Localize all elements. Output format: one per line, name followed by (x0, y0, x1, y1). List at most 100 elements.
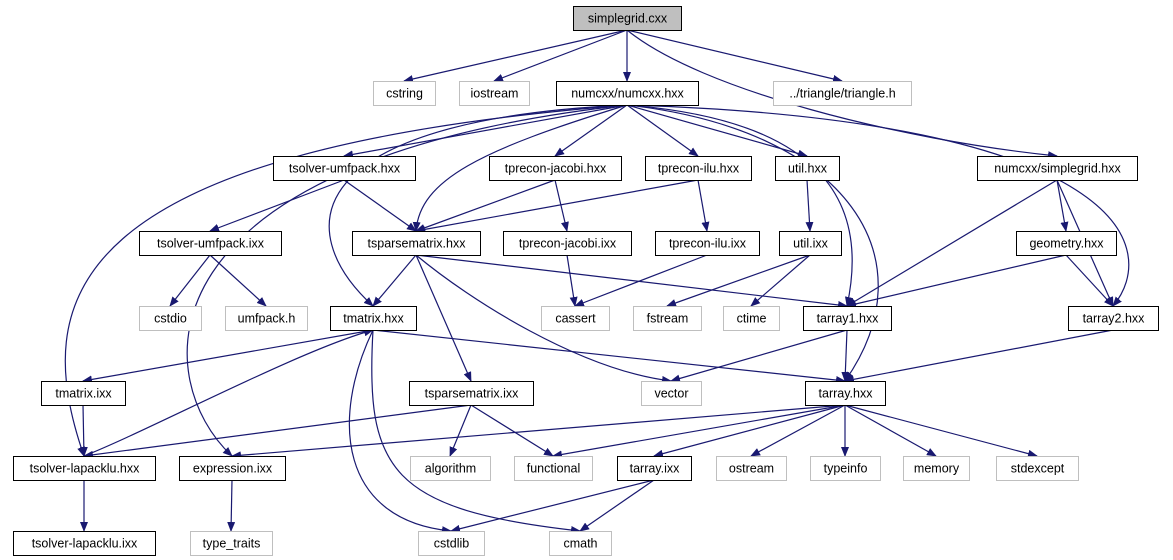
node-label-tsolver-umfpack-ixx: tsolver-umfpack.ixx (157, 237, 265, 251)
node-box-tprecon-ilu-ixx (655, 231, 760, 256)
node-label-util-hxx: util.hxx (788, 162, 828, 176)
node-box-type-traits (190, 531, 273, 556)
node-tsolver-lapacklu-ixx[interactable]: tsolver-lapacklu.ixx (13, 531, 156, 556)
node-tarray2-hxx[interactable]: tarray2.hxx (1068, 306, 1159, 331)
node-algorithm: algorithm (410, 456, 491, 481)
node-box-umfpack (225, 306, 308, 331)
node-box-tsolver-umfpack-hxx (273, 156, 416, 181)
node-box-vector (641, 381, 702, 406)
node-tsparsematrix-hxx[interactable]: tsparsematrix.hxx (352, 231, 481, 256)
node-cstdio: cstdio (139, 306, 202, 331)
node-label-cassert: cassert (555, 312, 596, 326)
node-label-stdexcept: stdexcept (1011, 462, 1065, 476)
edge-tarray-hxx-to-ostream (750, 404, 846, 457)
node-box-tmatrix-ixx (41, 381, 126, 406)
node-label-iostream: iostream (471, 87, 519, 101)
node-box-tsolver-lapacklu-hxx (13, 456, 156, 481)
node-tsolver-umfpack-hxx[interactable]: tsolver-umfpack.hxx (273, 156, 416, 181)
node-tmatrix-ixx[interactable]: tmatrix.ixx (41, 381, 126, 406)
node-label-tmatrix-ixx: tmatrix.ixx (55, 387, 112, 401)
node-tprecon-ilu-hxx[interactable]: tprecon-ilu.hxx (645, 156, 752, 181)
node-label-cstdlib: cstdlib (434, 537, 469, 551)
node-box-memory (903, 456, 970, 481)
node-numcxx-simplegrid[interactable]: numcxx/simplegrid.hxx (977, 156, 1138, 181)
edge-tarray1-hxx-to-tarray-hxx (841, 329, 850, 382)
node-umfpack: umfpack.h (225, 306, 308, 331)
edge-tprecon-jacobi-hxx-to-tprecon-jacobi-ixx (554, 179, 569, 232)
edge-simplegrid-cxx-to-cstring (403, 29, 628, 83)
edge-tsolver-umfpack-ixx-to-cstdio (169, 254, 211, 307)
node-label-tsparsematrix-ixx: tsparsematrix.ixx (425, 387, 520, 401)
node-tsolver-umfpack-ixx[interactable]: tsolver-umfpack.ixx (139, 231, 282, 256)
node-iostream: iostream (459, 81, 530, 106)
node-label-tsolver-umfpack-hxx: tsolver-umfpack.hxx (289, 162, 401, 176)
edge-tsparsematrix-hxx-to-tmatrix-hxx (372, 254, 417, 307)
node-box-cstdlib (418, 531, 485, 556)
node-numcxx[interactable]: numcxx/numcxx.hxx (556, 81, 699, 106)
node-box-simplegrid-cxx (573, 6, 682, 31)
node-label-memory: memory (914, 462, 960, 476)
node-tsolver-lapacklu-hxx[interactable]: tsolver-lapacklu.hxx (13, 456, 156, 481)
node-label-ctime: ctime (737, 312, 767, 326)
edge-tarray-hxx-to-memory (844, 404, 937, 457)
node-box-tprecon-jacobi-hxx (489, 156, 622, 181)
node-simplegrid-cxx[interactable]: simplegrid.cxx (573, 6, 682, 31)
node-label-cmath: cmath (563, 537, 597, 551)
node-cstring: cstring (373, 81, 436, 106)
node-label-numcxx: numcxx/numcxx.hxx (571, 87, 684, 101)
node-box-tmatrix-hxx (330, 306, 417, 331)
node-box-tarray-hxx (805, 381, 886, 406)
node-box-algorithm (410, 456, 491, 481)
node-tmatrix-hxx[interactable]: tmatrix.hxx (330, 306, 417, 331)
edge-numcxx-to-tarray2-hxx (626, 104, 1130, 307)
node-tprecon-jacobi-hxx[interactable]: tprecon-jacobi.hxx (489, 156, 622, 181)
edge-tarray-hxx-to-functional (552, 404, 846, 459)
node-label-cstdio: cstdio (154, 312, 187, 326)
node-expression-ixx[interactable]: expression.ixx (179, 456, 286, 481)
node-label-tarray2-hxx: tarray2.hxx (1083, 312, 1146, 326)
edge-geometry-hxx-to-tarray1-hxx (846, 254, 1067, 308)
node-label-vector: vector (654, 387, 688, 401)
edge-numcxx-to-util-hxx (626, 104, 808, 158)
node-label-tsolver-lapacklu-hxx: tsolver-lapacklu.hxx (30, 462, 141, 476)
node-util-ixx[interactable]: util.ixx (779, 231, 842, 256)
node-tarray1-hxx[interactable]: tarray1.hxx (803, 306, 892, 331)
node-tarray-hxx[interactable]: tarray.hxx (805, 381, 886, 406)
node-tprecon-jacobi-ixx[interactable]: tprecon-jacobi.ixx (503, 231, 632, 256)
node-box-tarray-ixx (617, 456, 692, 481)
node-box-util-ixx (779, 231, 842, 256)
edge-tsparsematrix-ixx-to-functional (470, 404, 554, 457)
node-util-hxx[interactable]: util.hxx (775, 156, 840, 181)
node-box-tprecon-ilu-hxx (645, 156, 752, 181)
node-label-simplegrid-cxx: simplegrid.cxx (588, 12, 668, 26)
node-tprecon-ilu-ixx[interactable]: tprecon-ilu.ixx (655, 231, 760, 256)
edge-numcxx-to-expression-ixx (186, 104, 628, 457)
node-label-tsparsematrix-hxx: tsparsematrix.hxx (368, 237, 467, 251)
node-box-expression-ixx (179, 456, 286, 481)
edge-tarray2-hxx-to-tarray-hxx (844, 329, 1114, 384)
edge-tsparsematrix-ixx-to-tsolver-lapacklu-hxx (83, 404, 472, 459)
edge-tprecon-jacobi-hxx-to-tsparsematrix-hxx (415, 179, 556, 232)
node-box-tprecon-jacobi-ixx (503, 231, 632, 256)
node-box-tarray1-hxx (803, 306, 892, 331)
node-box-cstring (373, 81, 436, 106)
node-box-tarray2-hxx (1068, 306, 1159, 331)
node-tsparsematrix-ixx[interactable]: tsparsematrix.ixx (409, 381, 534, 406)
edge-tarray-ixx-to-cstdlib (450, 479, 655, 533)
edge-numcxx-simplegrid-to-geometry-hxx (1056, 179, 1069, 232)
node-triangle: ../triangle/triangle.h (773, 81, 912, 106)
node-box-stdexcept (996, 456, 1079, 481)
edge-numcxx-to-tarray1-hxx (626, 104, 853, 307)
node-cassert: cassert (541, 306, 610, 331)
node-geometry-hxx[interactable]: geometry.hxx (1016, 231, 1117, 256)
edge-tarray-hxx-to-expression-ixx (231, 404, 846, 460)
node-label-numcxx-simplegrid: numcxx/simplegrid.hxx (994, 162, 1121, 176)
node-tarray-ixx[interactable]: tarray.ixx (617, 456, 692, 481)
node-label-typeinfo: typeinfo (824, 462, 868, 476)
node-label-algorithm: algorithm (425, 462, 476, 476)
edge-tprecon-jacobi-ixx-to-cassert (566, 254, 578, 307)
edge-tmatrix-hxx-to-tmatrix-ixx (82, 329, 374, 384)
edge-tsparsematrix-ixx-to-algorithm (449, 404, 472, 457)
edge-tprecon-ilu-hxx-to-tprecon-ilu-ixx (697, 179, 710, 232)
